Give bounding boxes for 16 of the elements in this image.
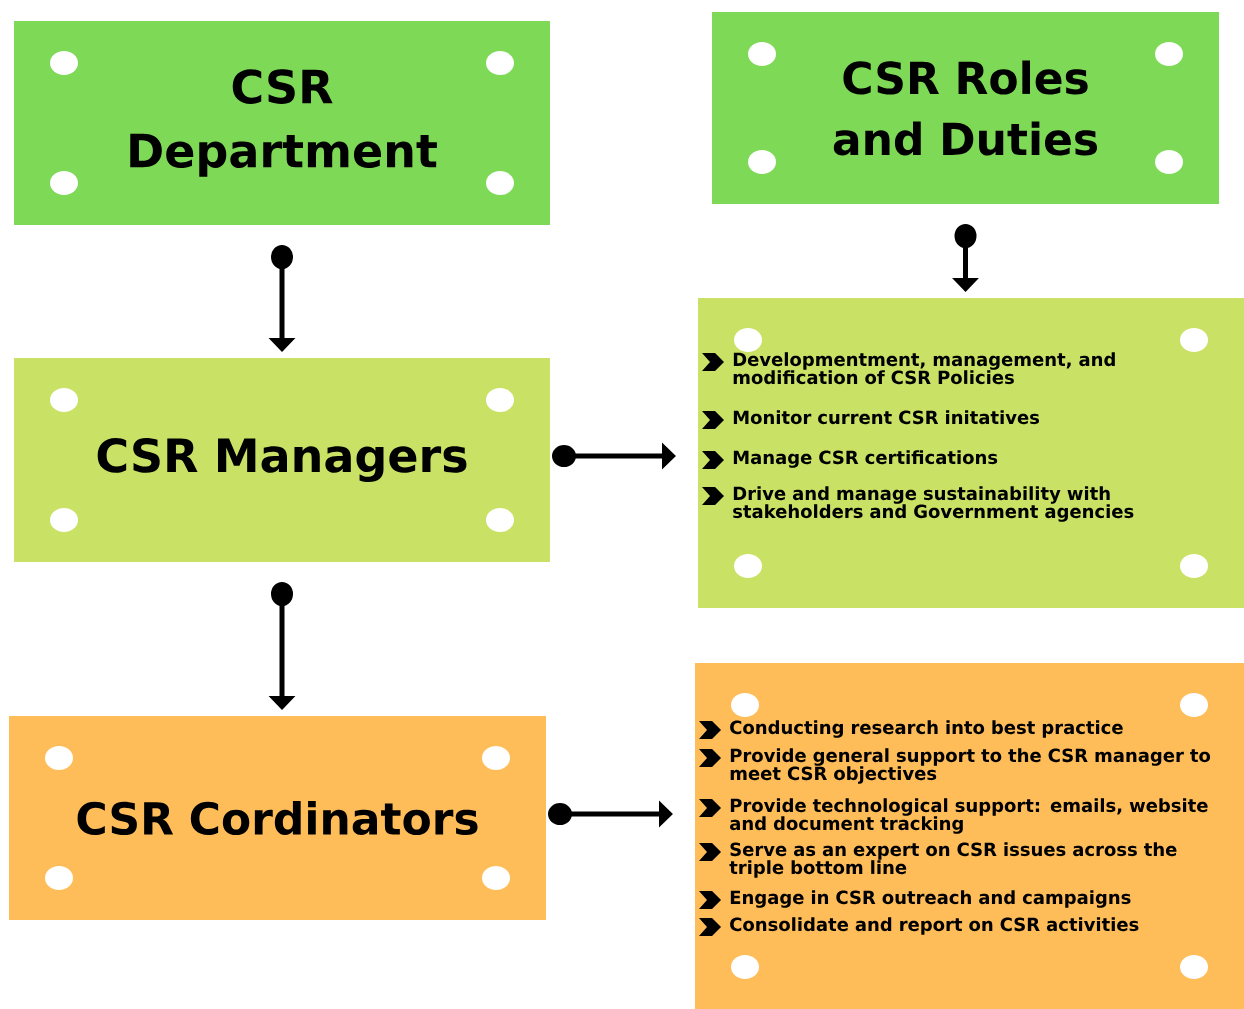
list-item: Conducting research into best practice — [730, 720, 1123, 738]
list-item: Consolidate and report on CSR activities — [730, 917, 1139, 935]
list-item: Developmentment, management, and modification of CSR Policies — [733, 352, 1115, 385]
list-item: Drive and manage sustainability with stakeholders and Government agencies — [733, 486, 1134, 522]
title-box: CSR Department — [14, 21, 550, 225]
list-item: Engage in CSR outreach and campaigns — [730, 890, 1131, 908]
list-item: Provide technological support: emails, website and document tracking — [730, 798, 1208, 834]
list-item: Provide general support to the CSR manager to meet CSR objectives — [730, 748, 1211, 784]
list-item: Manage CSR certifications — [733, 450, 998, 468]
list-box — [698, 298, 1244, 608]
title-box: CSR Managers — [14, 358, 550, 562]
title-box: CSR Cordinators — [9, 716, 546, 920]
list-item: Serve as an expert on CSR issues across the triple bottom line — [729, 842, 1177, 878]
list-box — [695, 663, 1244, 1009]
list-item: Monitor current CSR initatives — [733, 410, 1040, 425]
title-box: CSR Roles and Duties — [712, 12, 1219, 204]
